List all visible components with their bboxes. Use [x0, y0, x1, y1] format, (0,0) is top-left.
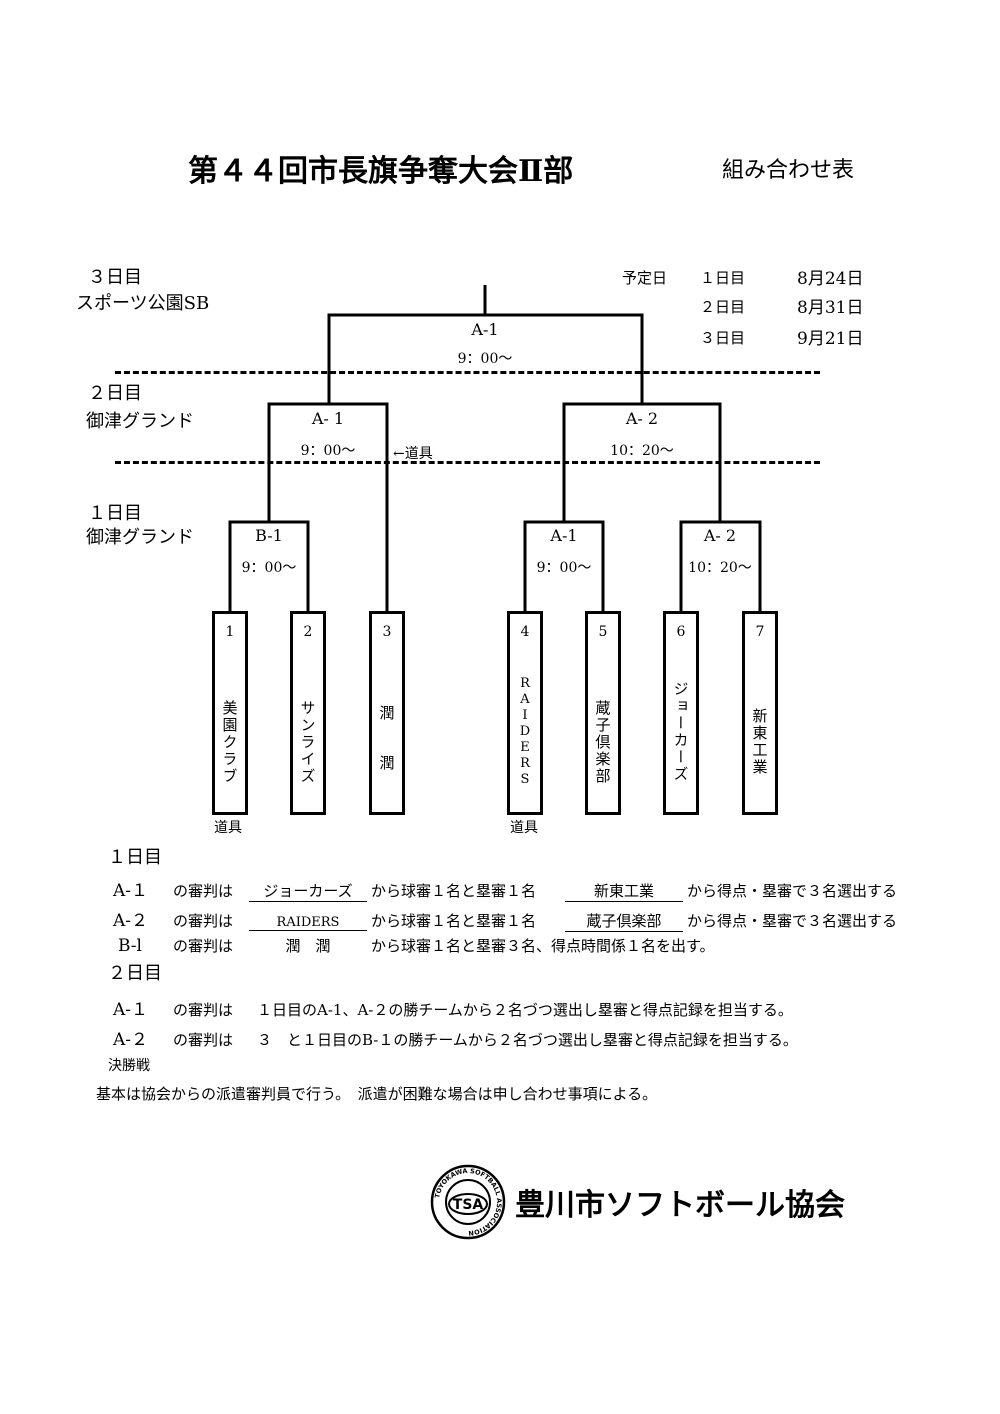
- rule-middle: から球審１名と塁審３名、得点時間係１名を出す。: [371, 937, 715, 955]
- match-d1-a2-label: A- 2: [703, 526, 737, 545]
- match-d1-a1-label: A-1: [550, 526, 578, 545]
- schedule-date-3: 9月21日: [797, 329, 864, 349]
- day1-venue: 御津グランド: [86, 527, 194, 548]
- bracket-lines: [228, 285, 762, 612]
- rule-middle: から球審１名と塁審１名: [371, 912, 537, 930]
- rule-match: A-２: [113, 911, 149, 931]
- schedule-day-2: ２日目: [700, 298, 746, 316]
- equipment-note-right: 道具: [510, 820, 538, 836]
- team-name: 美園クラブ: [220, 699, 239, 785]
- team-box-7: 7 新東工業: [742, 611, 778, 815]
- equipment-arrow-note: ←道具: [393, 446, 433, 462]
- match-d2-a2-label: A- 2: [625, 409, 659, 428]
- page-title: 第４４回市長旗争奪大会Ⅱ部: [188, 154, 574, 189]
- day-separator-3-2: [115, 371, 820, 374]
- association-logo: TOYOKAWA SOFTBALL ASSOCIATION TSA: [430, 1164, 506, 1244]
- team-name: サンライズ: [298, 699, 317, 785]
- team-number: 3: [382, 624, 392, 640]
- rule-text: ３ と１日目のB-１の勝チームから２名づつ選出し塁審と得点記録を担当する。: [257, 1031, 798, 1049]
- rule-team-2: 蔵子倶楽部: [565, 910, 683, 932]
- rule-match: B-l: [118, 936, 142, 956]
- team-box-4: 4 RAIDERS: [507, 611, 543, 815]
- rule-row-4: A-１ の審判は １日目のA-1、A-２の勝チームから２名づつ選出し塁審と得点記録を…: [113, 995, 793, 1020]
- day3-venue: スポーツ公園SB: [76, 293, 210, 314]
- team-number: 7: [755, 624, 765, 640]
- rule-row-1: A-１ の審判はジョーカーズから球審１名と塁審１名 新東工業から得点・塁審で３名選出…: [113, 876, 897, 902]
- team-box-1: 1 美園クラブ: [212, 611, 248, 815]
- team-number: 2: [303, 624, 313, 640]
- match-d2-a1-time: 9：00～: [300, 443, 356, 459]
- day3-label: ３日目: [88, 267, 142, 288]
- team-name: 蔵子倶楽部: [593, 699, 612, 785]
- team-name: ジョーカーズ: [671, 681, 690, 783]
- rule-row-5: A-２ の審判は ３ と１日目のB-１の勝チームから２名づつ選出し塁審と得点記録を担…: [113, 1025, 798, 1050]
- rule-prefix: の審判は: [173, 1001, 234, 1019]
- team-number: 5: [598, 624, 608, 640]
- rule-team-1: 潤 潤: [285, 937, 331, 955]
- team-box-6: 6 ジョーカーズ: [663, 611, 699, 815]
- match-d2-a2-time: 10：20～: [610, 443, 674, 459]
- rule-prefix: の審判は: [173, 882, 234, 900]
- page-subtitle: 組み合わせ表: [722, 158, 855, 183]
- match-d1-b1-label: B-1: [255, 526, 283, 545]
- rule-team-2: 新東工業: [565, 880, 683, 902]
- rule-prefix: の審判は: [173, 937, 234, 955]
- rule-team-1: RAIDERS: [249, 915, 367, 931]
- rules-day2-heading: ２日目: [108, 963, 162, 984]
- team-number: 1: [225, 624, 235, 640]
- rule-prefix: の審判は: [173, 1031, 234, 1049]
- match-d1-a2-time: 10：20～: [688, 560, 752, 576]
- team-number: 6: [676, 624, 686, 640]
- rule-team-1: ジョーカーズ: [249, 880, 367, 902]
- team-name: RAIDERS: [517, 676, 533, 788]
- association-name: 豊川市ソフトボール協会: [515, 1188, 845, 1223]
- match-d1-a1-time: 9：00～: [536, 560, 592, 576]
- rules-day1-heading: １日目: [108, 847, 162, 868]
- rule-match: A-１: [113, 1000, 149, 1020]
- match-final-label: A-1: [471, 320, 499, 339]
- rule-match: A-２: [113, 1030, 149, 1050]
- team-box-5: 5 蔵子倶楽部: [585, 611, 621, 815]
- team-number: 4: [520, 624, 530, 640]
- team-name: 潤 潤: [377, 704, 396, 780]
- rule-suffix: から得点・塁審で３名選出する: [687, 882, 898, 900]
- rules-final-text: 基本は協会からの派遣審判員で行う。 派遣が困難な場合は申し合わせ事項による。: [96, 1085, 658, 1103]
- day1-label: １日目: [88, 503, 142, 524]
- schedule-label: 予定日: [622, 269, 668, 287]
- schedule-date-2: 8月31日: [797, 298, 864, 318]
- rule-text: １日目のA-1、A-２の勝チームから２名づつ選出し塁審と得点記録を担当する。: [257, 1001, 793, 1019]
- team-box-3: 3 潤 潤: [369, 611, 405, 815]
- rules-final-heading: 決勝戦: [108, 1058, 150, 1074]
- match-d1-b1-time: 9：00～: [241, 560, 297, 576]
- rule-prefix: の審判は: [173, 912, 234, 930]
- schedule-date-1: 8月24日: [797, 269, 864, 289]
- equipment-note-left: 道具: [214, 820, 242, 836]
- rule-row-3: B-l の審判は 潤 潤 から球審１名と塁審３名、得点時間係１名を出す。: [118, 935, 715, 956]
- team-name: 新東工業: [750, 708, 769, 776]
- rule-suffix: から得点・塁審で３名選出する: [687, 912, 898, 930]
- svg-text:TSA: TSA: [453, 1197, 484, 1213]
- match-d2-a1-label: A- 1: [311, 409, 345, 428]
- day-separator-2-1: [115, 461, 820, 464]
- day2-venue: 御津グランド: [86, 411, 194, 432]
- schedule-day-3: ３日目: [700, 329, 746, 347]
- day2-label: ２日目: [88, 383, 142, 404]
- match-final-time: 9：00～: [457, 351, 513, 367]
- tsa-emblem-icon: TOYOKAWA SOFTBALL ASSOCIATION TSA: [430, 1164, 506, 1240]
- schedule-day-1: １日目: [700, 269, 746, 287]
- rule-match: A-１: [113, 881, 149, 901]
- rule-middle: から球審１名と塁審１名: [371, 882, 537, 900]
- team-box-2: 2 サンライズ: [290, 611, 326, 815]
